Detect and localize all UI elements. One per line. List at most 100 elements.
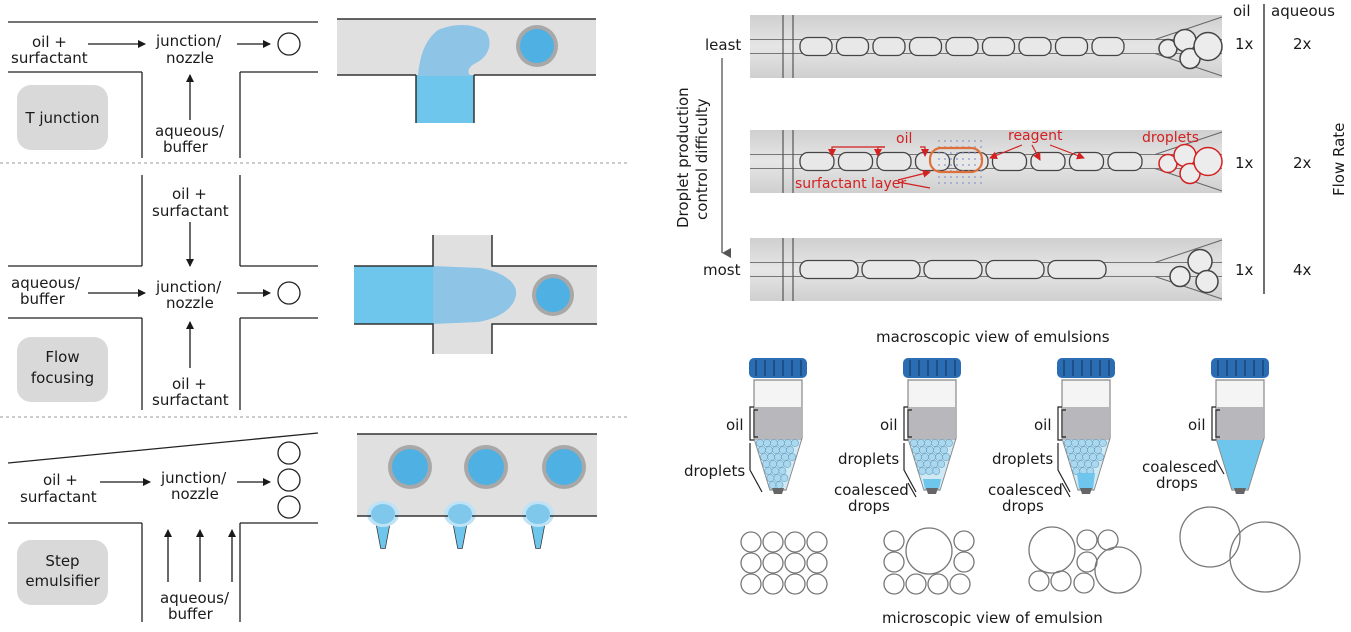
t-junction-button[interactable]: T junction [17, 85, 108, 150]
channel-droplet [872, 36, 906, 57]
tube-oil-label: oil [726, 416, 744, 434]
tube-droplet [928, 453, 936, 461]
tube-droplet [1066, 446, 1074, 454]
tube-droplet [942, 453, 950, 461]
microscopic-title: microscopic view of emulsion [882, 609, 1103, 627]
tube-droplet [1078, 439, 1086, 447]
coalesced-layer [923, 479, 941, 489]
channel-droplet [837, 151, 874, 172]
tube-droplet [918, 467, 927, 475]
channel-droplet [1068, 151, 1105, 172]
micro-droplet [883, 551, 905, 573]
tube-droplet [910, 439, 918, 447]
t-aqueous-label-2: buffer [163, 138, 209, 156]
flow-rate-label: Flow Rate [1330, 123, 1348, 196]
tube-droplet [773, 474, 782, 482]
tube-droplet [919, 446, 927, 454]
se-oil-label-2: surfactant [20, 488, 97, 506]
channel-droplet [876, 151, 912, 172]
step-emulsifier-button-label-1: Step [45, 552, 79, 570]
tube-droplet [1092, 439, 1100, 447]
tube-droplet [923, 460, 932, 468]
ff-aqueous-label-2: buffer [20, 290, 66, 308]
channel-droplet [981, 36, 1016, 57]
oil-layer [1063, 407, 1109, 440]
channel-droplet [1018, 36, 1052, 57]
channel-droplet [991, 151, 1028, 172]
se-output-droplet-3 [277, 495, 301, 519]
annotation-surfactant-layer: surfactant layer [795, 176, 906, 192]
tube-droplet [781, 453, 789, 461]
tube-droplet [917, 439, 925, 447]
tube-droplet [914, 453, 922, 461]
step-emulsifier-button[interactable]: Step emulsifier [17, 540, 108, 605]
oil-layer [755, 407, 801, 440]
tube-droplet [791, 439, 799, 447]
tube-coalesced-label-2: drops [848, 497, 890, 515]
tube-droplet [765, 446, 773, 454]
ff-bottom-oil-label-1: oil + [172, 375, 207, 393]
axis-label-2: control difficulty [693, 98, 711, 220]
macroscopic-title: macroscopic view of emulsions [876, 328, 1110, 346]
tube-row: oildropletsoildropletscoalesceddropsoild… [684, 358, 1269, 515]
tube-droplet [1094, 446, 1102, 454]
tube-coalesced-label-1: coalesced [1142, 458, 1217, 476]
t-junction-illustration [337, 18, 596, 123]
channel-droplet [908, 36, 943, 57]
ff-top-oil-label-1: oil + [172, 185, 207, 203]
tube-droplet [760, 453, 768, 461]
micro-droplet [949, 573, 971, 595]
micro-droplet [883, 573, 905, 595]
channel-droplet [799, 36, 833, 57]
se-output-droplet-2 [277, 468, 301, 492]
micro-droplet [740, 531, 762, 553]
tube-droplet [1099, 439, 1107, 447]
micro-droplet [883, 530, 905, 552]
flow-rate-panel: oil aqueous 1x 2x 1x 2x 1x 4x Flow Rate [1233, 2, 1348, 294]
tube-droplet [940, 446, 948, 454]
micro-droplet [927, 573, 949, 595]
t-junction-label-2: nozzle [166, 49, 214, 67]
micro-droplet [905, 527, 953, 575]
channel-droplet [861, 259, 921, 280]
tube-droplet [938, 439, 946, 447]
ff-junction-label-1: junction/ [155, 278, 222, 296]
tube-droplet [776, 460, 785, 468]
flow-focusing-button[interactable]: Flow focusing [17, 337, 108, 402]
step-emulsifier-illustration [357, 433, 597, 549]
tube-droplets-label: droplets [838, 450, 899, 468]
tube-coalesced-label-1: coalesced [834, 481, 909, 499]
se-junction-label-2: nozzle [171, 485, 219, 503]
tube-droplet [924, 439, 932, 447]
row1-aqueous: 2x [1293, 35, 1312, 53]
se-aqueous-label-2: buffer [168, 605, 214, 623]
t-oil-label-1: oil + [32, 33, 67, 51]
tube-droplet [769, 460, 778, 468]
annotation-reagent: reagent [1008, 128, 1063, 144]
tube-droplet [1075, 453, 1083, 461]
tube-droplet [1064, 439, 1072, 447]
tube-droplet [768, 481, 777, 489]
tube-coalesced-label-2: drops [1156, 474, 1198, 492]
most-label: most [703, 261, 741, 279]
flow-focusing-button-label-2: focusing [31, 369, 94, 387]
tube-droplet [780, 474, 789, 482]
oil-layer [909, 407, 955, 440]
tube-oil-label: oil [1034, 416, 1052, 434]
tube-droplet [771, 467, 780, 475]
tube-droplet [1070, 460, 1079, 468]
micro-droplet [762, 531, 784, 553]
micro-droplet [806, 552, 828, 574]
micro-droplet [1097, 529, 1119, 551]
t-junction-label-1: junction/ [155, 32, 222, 50]
tube-coalesced-label-2: drops [1002, 497, 1044, 515]
se-junction-label-1: junction/ [160, 469, 227, 487]
micrograph-least [750, 15, 1223, 78]
step-emulsifier-section: oil + surfactant junction/ nozzle aqueou… [7, 432, 597, 623]
tube-droplets-label: droplets [684, 462, 745, 480]
micro-droplet [1050, 570, 1072, 592]
channel-droplet [1030, 151, 1066, 172]
tube-droplet [777, 439, 785, 447]
ff-top-oil-label-2: surfactant [152, 202, 229, 220]
micro-droplet [1229, 521, 1301, 593]
